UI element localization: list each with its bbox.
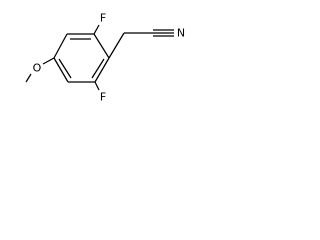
bond-oxygen-to-methyl	[25, 73, 32, 83]
bond-to-ch2	[108, 32, 125, 59]
atom-label-fluorine-top: F	[100, 12, 106, 25]
chemical-structure-diagram: F F N O	[25, 12, 185, 104]
atom-label-fluorine-bottom: F	[100, 91, 106, 104]
bond-ring-to-oxygen	[42, 57, 55, 65]
atom-label-nitrogen: N	[177, 27, 185, 40]
ring-bond	[94, 57, 110, 83]
ring-bond	[53, 57, 69, 83]
ring-bond	[93, 33, 110, 59]
ring-double-bond-inner	[91, 58, 105, 79]
ring-bond	[53, 33, 68, 59]
atom-label-oxygen: O	[33, 62, 42, 75]
bond-to-fluorine-bottom	[94, 81, 100, 91]
ring-double-bond-inner	[58, 58, 72, 79]
bond-to-fluorine-top	[93, 24, 100, 35]
